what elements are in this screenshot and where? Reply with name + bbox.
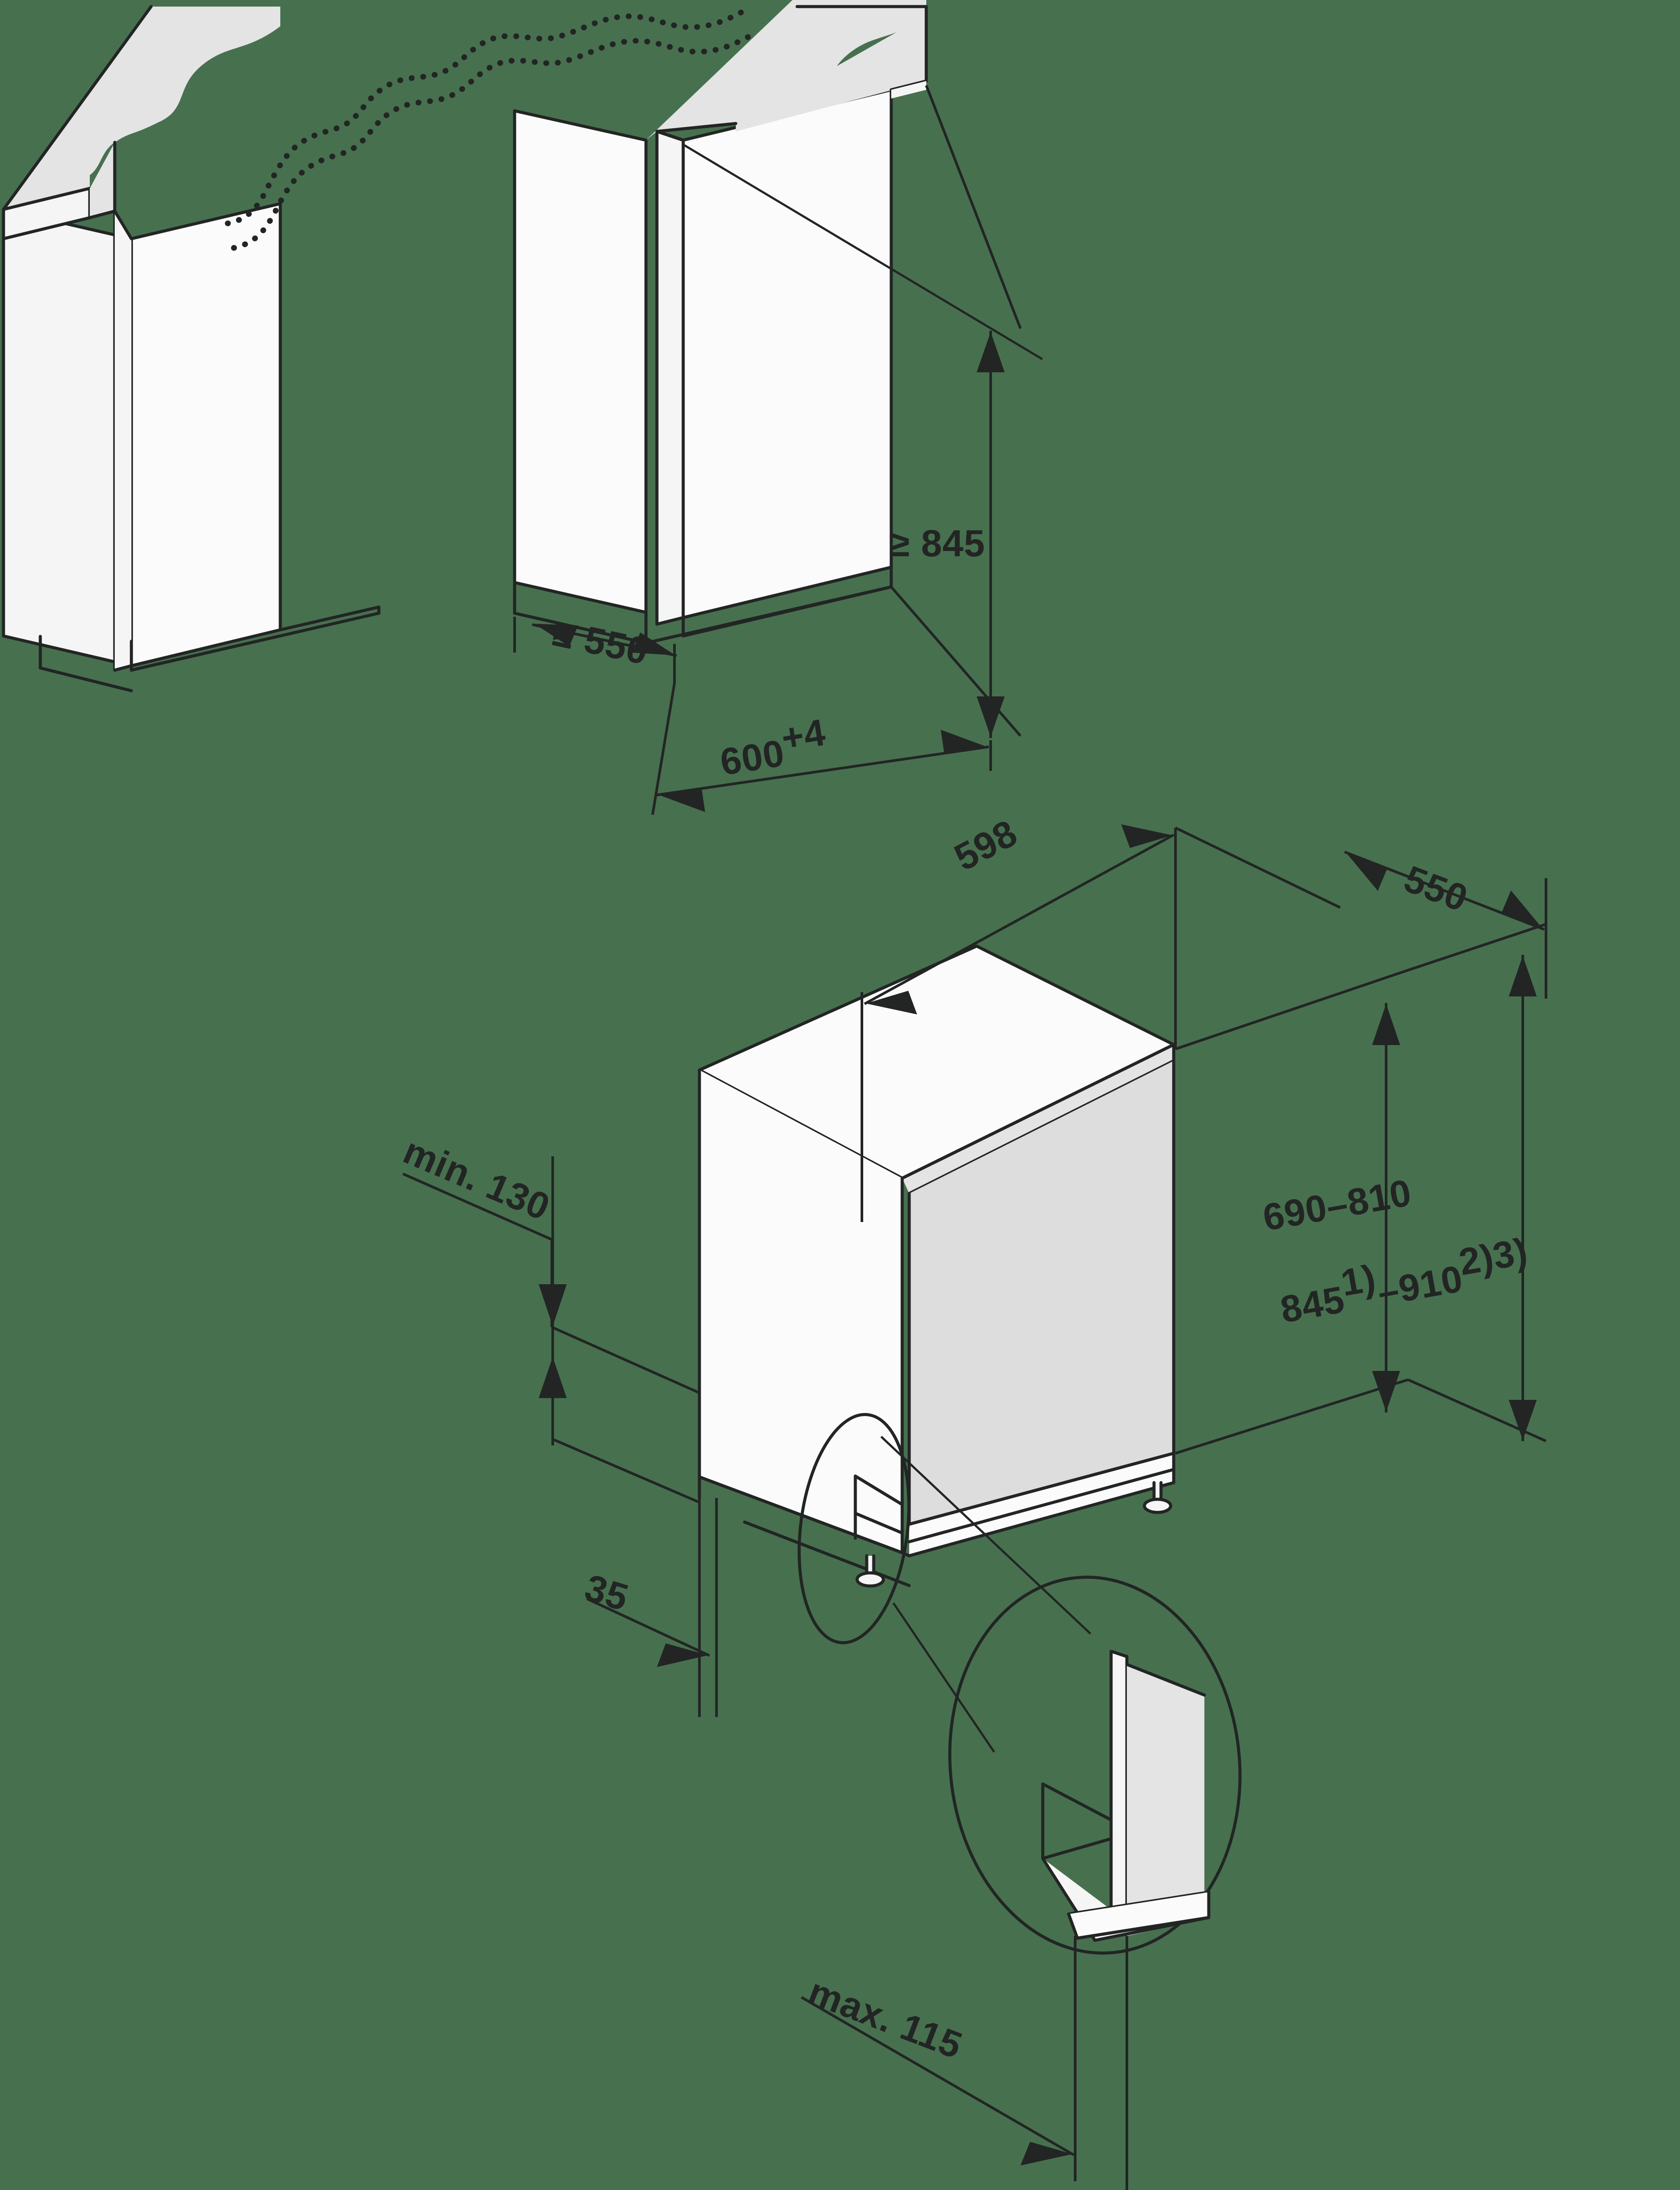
dimension-label-niche-depth: ≥ 550 xyxy=(549,612,652,673)
appliance-foot-rear xyxy=(1143,1481,1172,1514)
dimension-label-appliance-total-height: 8451)–9102)3) xyxy=(1274,1230,1533,1331)
worktop-break-dotted-line xyxy=(225,7,755,251)
dimension-label-appliance-body-height: 690–810 xyxy=(1260,1172,1415,1239)
detail-toe-kick-notch xyxy=(1041,1782,1113,1860)
dimension-niche-depth: ≥ 550 xyxy=(513,612,677,683)
detail-leader-line-a xyxy=(892,1602,995,1753)
dimension-label-niche-width: 600+4 xyxy=(715,711,831,784)
dimension-appliance-body-height: 690–810 xyxy=(1175,969,1415,1455)
appliance-view: 598 550 690–810 8451 xyxy=(398,812,1547,1753)
dimension-niche-width: 600+4 xyxy=(651,683,992,815)
dimension-appliance-depth: 550 xyxy=(1175,827,1547,999)
detail-view: max. 115 xyxy=(801,1575,1242,2190)
detail-plinth-board xyxy=(1127,1664,1204,1936)
dimension-label-plinth-setback: 35 xyxy=(580,1566,633,1619)
appliance-foot-front xyxy=(855,1554,885,1588)
dimension-label-plinth-recess: min. 130 xyxy=(398,1130,556,1229)
dimension-plinth-setback: 35 xyxy=(580,1498,718,1717)
dimension-label-plinth-depth: max. 115 xyxy=(803,1970,968,2067)
dimension-plinth-depth: max. 115 xyxy=(801,1970,1075,2165)
dimension-label-niche-height: ≥ 845 xyxy=(889,523,985,565)
detail-magnifier-ellipse xyxy=(948,1575,1242,1955)
dimension-label-appliance-width: 598 xyxy=(948,812,1024,879)
niche-cabinet xyxy=(513,0,1043,645)
dimension-niche-height: ≥ 845 xyxy=(889,85,1022,738)
left-cabinet xyxy=(2,5,381,692)
detail-panel-edge xyxy=(1111,1651,1127,1936)
detail-magnifier-circle xyxy=(798,1413,911,1644)
appliance-toe-kick-notch xyxy=(854,1474,904,1540)
appliance-side-face xyxy=(909,1061,1174,1524)
dimension-label-appliance-depth: 550 xyxy=(1398,858,1473,920)
niche-view: ≥ 845 ≥ 550 600+4 xyxy=(2,0,1043,815)
appliance-front-face xyxy=(699,1070,902,1553)
detail-leader-line-b xyxy=(880,1436,1091,1635)
dimension-plinth-recess: min. 130 xyxy=(398,1130,700,1504)
appliance-top-face xyxy=(699,946,1174,1178)
dimension-appliance-total-height: 8451)–9102)3) xyxy=(1274,923,1547,1442)
